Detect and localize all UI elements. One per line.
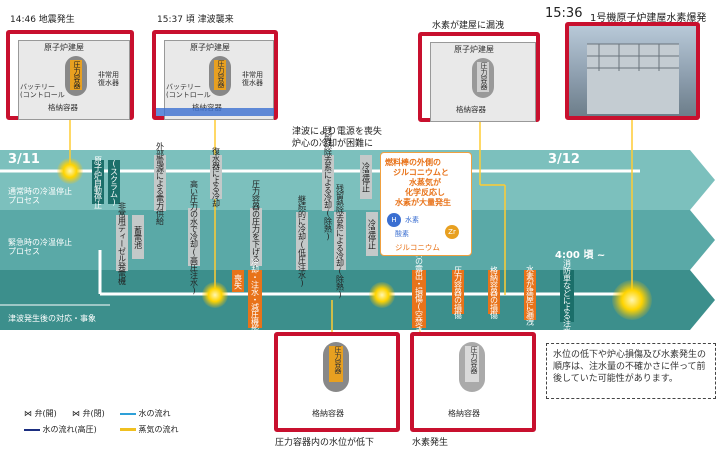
legend-steam-label: 蒸気の流れ xyxy=(138,425,179,434)
caption-hydrogen: 水素発生 xyxy=(412,438,449,448)
battery-label: バッテリー xyxy=(166,83,201,91)
reaction-panel: 燃料棒の外側の ジルコニウムと 水蒸気が 化学反応し 水素が大量発生 H 水素 … xyxy=(380,152,472,256)
reactor-card-hydrogen: 圧力容器 格納容器 xyxy=(410,332,536,432)
box-residual-2: 残留熱除去系による冷却(除熱) xyxy=(334,183,346,299)
row-emergency-2: プロセス xyxy=(8,247,40,256)
reaction-text-3: 水蒸気が xyxy=(409,178,441,187)
containment-label: 格納容器 xyxy=(456,105,486,114)
vessel-label: 圧力容器 xyxy=(329,346,343,382)
legend-water-label: 水の流れ xyxy=(138,409,171,418)
legend-valve-open-label: 弁(開) xyxy=(34,409,57,418)
legend-valve-closed: ⋈ 弁(閉) xyxy=(72,409,105,418)
box-vessel-damage: 圧力容器の損傷 xyxy=(452,265,464,319)
building-title: 原子炉建屋 xyxy=(44,43,84,52)
vessel-label: 圧力容器 xyxy=(214,60,226,90)
caption-explosion-time: 15:36 xyxy=(545,6,583,21)
vessel-label: 圧力容器 xyxy=(477,62,489,92)
control-label: (コントロール xyxy=(166,91,211,99)
date-3-12: 3/12 xyxy=(548,152,580,167)
caption-explosion: 1号機原子炉建屋水素爆発 xyxy=(590,13,707,24)
box-battery: 蓄電池 xyxy=(132,215,144,259)
hydrogen-label: 水素 xyxy=(405,216,419,224)
box-cold-stop-1: 冷温停止 xyxy=(360,155,372,199)
reactor-card-water-drop: 圧力容器 格納容器 xyxy=(274,332,400,432)
caption-tsunami: 15:37 頃 津波襲来 xyxy=(157,15,234,25)
reactor-card-leak: 原子炉建屋 圧力容器 格納容器 xyxy=(418,32,540,122)
box-continuous-cool: 継続的に冷却(低圧注水) xyxy=(296,195,308,287)
timeline-band-shapes xyxy=(0,150,715,330)
reaction-text-2: ジルコニウムと xyxy=(393,168,449,177)
caption-earthquake: 14:46 地震発生 xyxy=(10,15,75,25)
legend-steam: 蒸気の流れ xyxy=(120,424,179,435)
explosion-photo xyxy=(569,26,696,116)
molecule-icon: H xyxy=(387,213,401,227)
reactor-card-tsunami: 原子炉建屋 圧力容器 格納容器 非常用 復水器 バッテリー (コントロール xyxy=(152,30,278,120)
event-glow-1 xyxy=(57,158,83,184)
containment-label: 格納容器 xyxy=(448,409,480,418)
row-emergency-1: 緊急時の冷温停止 xyxy=(8,238,72,247)
explosion-photo-card xyxy=(565,22,700,120)
box-residual: 残留熱除去系による冷却(除熱) xyxy=(322,125,334,241)
box-diesel: 非常用ディーゼル発電機 xyxy=(116,201,128,285)
containment-label: 格納容器 xyxy=(192,102,222,113)
condenser-label: 復水器 xyxy=(242,79,263,87)
emergency-label: 非常用 xyxy=(98,71,119,79)
emergency-label: 非常用 xyxy=(242,71,263,79)
event-glow-2 xyxy=(202,282,228,308)
building-title: 原子炉建屋 xyxy=(454,45,494,54)
box-scram: (スクラム) xyxy=(108,158,120,206)
vessel-label: 圧力容器 xyxy=(70,60,82,90)
tsunami-note-2: 炉心の冷却が困難に xyxy=(292,139,374,149)
timeline-band xyxy=(0,150,728,330)
box-high-pressure: 高い圧力の水で冷却(高圧注水) xyxy=(188,179,200,295)
reaction-text-5: 水素が大量発生 xyxy=(395,198,451,207)
vessel-label: 圧力容器 xyxy=(465,346,479,382)
box-fire-engine: 消防車などによる注水 xyxy=(560,259,574,334)
event-glow-4 xyxy=(612,280,652,320)
reaction-text-1: 燃料棒の外側の xyxy=(385,158,441,167)
box-hydrogen-leak: 水素が建屋に漏洩 xyxy=(524,265,536,325)
tsunami-note-1: 津波により電源を喪失 xyxy=(292,127,382,137)
tsunami-water xyxy=(156,108,274,116)
uncertainty-note: 水位の低下や炉心損傷及び水素発生の順序は、注水量の不確かさに伴って前後していた可… xyxy=(546,343,716,399)
control-label: (コントロール xyxy=(20,91,65,99)
building-title: 原子炉建屋 xyxy=(190,43,230,52)
zirconium-label: ジルコニウム xyxy=(395,243,440,252)
battery-label: バッテリー xyxy=(20,83,55,91)
containment-label: 格納容器 xyxy=(312,409,344,418)
row-response: 津波発生後の対応・事象 xyxy=(8,314,96,323)
legend-valve-open: ⋈ 弁(開) xyxy=(24,409,57,418)
box-depressurize: 圧力容器の圧力を下げる(減圧) xyxy=(250,179,262,295)
legend-water-hp: 水の流れ(高圧) xyxy=(24,424,97,435)
legend-water-hp-label: 水の流れ(高圧) xyxy=(42,425,97,434)
box-cooling-functions: 冷却・注水・減圧機能を xyxy=(248,258,262,340)
zirconium-icon: Zr xyxy=(445,225,459,239)
date-3-11: 3/11 xyxy=(8,152,40,167)
caption-water-drop: 圧力容器内の水位が低下 xyxy=(275,438,375,448)
box-cold-stop-2: 冷温停止 xyxy=(366,212,378,256)
condenser-label: 復水器 xyxy=(98,79,119,87)
legend-water: 水の流れ xyxy=(120,408,171,419)
containment-label: 格納容器 xyxy=(48,103,78,112)
reaction-text-4: 化学反応し xyxy=(405,188,445,197)
event-glow-3 xyxy=(369,282,395,308)
reactor-card-earthquake: 原子炉建屋 圧力容器 格納容器 バッテリー (コントロール 非常用 復水器 xyxy=(6,30,134,120)
box-fuel-exposed: 燃料の露出・損傷(空焚き状態) xyxy=(412,242,426,356)
box-containment-damage: 格納容器の損傷 xyxy=(488,265,500,319)
box-condenser: 復水器による冷却 xyxy=(210,147,222,207)
row-normal-1: 通常時の冷温停止 xyxy=(8,187,72,196)
row-normal-2: プロセス xyxy=(8,196,40,205)
box-auto-stop: 原子炉自動停止 xyxy=(92,155,104,209)
legend-valve-closed-label: 弁(閉) xyxy=(82,409,105,418)
box-loss: 喪失 xyxy=(232,270,244,292)
box-ext-power: 外部電源による電力供給 xyxy=(154,141,166,225)
time-label: 4:00 頃 ~ xyxy=(555,250,606,261)
caption-hydrogen-leak: 水素が建屋に漏洩 xyxy=(432,21,505,31)
oxygen-label: 酸素 xyxy=(395,230,409,238)
building-skeleton-icon xyxy=(587,43,679,114)
